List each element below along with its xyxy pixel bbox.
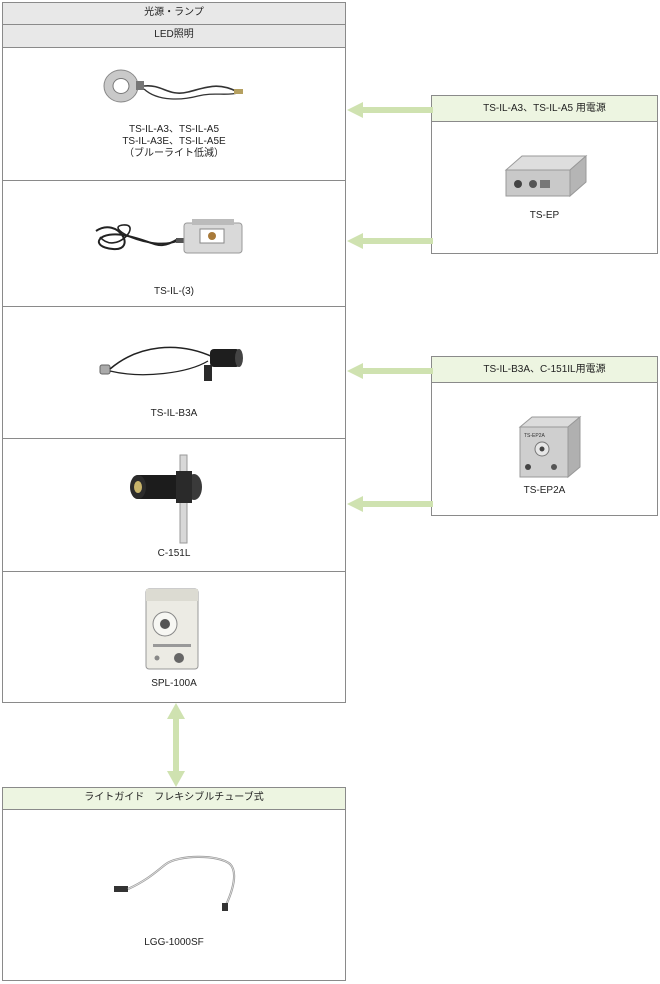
ts-ep2a-image: TS-EP2A <box>518 415 582 479</box>
product-note: （ブルーライト低減） <box>124 148 224 159</box>
product-caption: TS-IL-A3、TS-IL-A5 TS-IL-A3E、TS-IL-A5E （ブ… <box>3 124 345 160</box>
product-cell-spl-100a: SPL-100A <box>2 571 346 703</box>
product-model: C-151L <box>157 548 191 559</box>
power-supply-box-2: TS-EP2A TS-EP2A <box>431 382 658 516</box>
product-model-line-2: TS-IL-A3E、TS-IL-A5E <box>122 136 226 147</box>
power-supply-model: TS-EP <box>529 210 560 221</box>
product-model: SPL-100A <box>151 678 197 689</box>
device-label: TS-EP2A <box>524 433 546 439</box>
product-cell-ts-il-a3: TS-IL-A3、TS-IL-A5 TS-IL-A3E、TS-IL-A5E （ブ… <box>2 47 346 181</box>
power-supply-header-text: TS-IL-A3、TS-IL-A5 用電源 <box>483 103 606 114</box>
category-title: 光源・ランプ <box>144 7 204 18</box>
product-model: TS-IL-(3) <box>154 286 194 297</box>
product-caption: TS-IL-B3A <box>3 408 345 420</box>
light-guide-header: ライトガイド フレキシブルチューブ式 <box>2 787 346 810</box>
power-supply-model: TS-EP2A <box>523 485 566 496</box>
subcategory-title: LED照明 <box>154 29 194 40</box>
light-guide-image <box>114 855 236 911</box>
spot-light-image <box>99 346 243 381</box>
light-guide-model: LGG-1000SF <box>144 937 204 948</box>
product-cell-ts-il-3: TS-IL-(3) <box>2 180 346 307</box>
power-supply-caption: TS-EP <box>432 210 657 222</box>
tube-light-image <box>130 454 202 544</box>
power-supply-caption: TS-EP2A <box>432 485 657 497</box>
arrow-ts-ep2a-to-ts-il-b3a <box>347 363 433 379</box>
arrow-ts-ep-to-ts-il-3 <box>347 233 433 249</box>
power-supply-box-1: TS-EP <box>431 121 658 254</box>
product-model: TS-IL-B3A <box>150 408 198 419</box>
arrow-spl-100a-light-guide <box>167 703 185 787</box>
light-guide-header-text: ライトガイド フレキシブルチューブ式 <box>84 792 264 803</box>
category-header: 光源・ランプ <box>2 2 346 25</box>
power-supply-header-2: TS-IL-B3A、C-151IL用電源 <box>431 356 658 383</box>
subcategory-header: LED照明 <box>2 24 346 48</box>
ts-ep-image <box>504 154 588 198</box>
light-source-box-image <box>145 588 199 670</box>
arrow-ts-ep-to-ts-il-a3 <box>347 102 433 118</box>
product-cell-ts-il-b3a: TS-IL-B3A <box>2 306 346 439</box>
light-guide-box: LGG-1000SF <box>2 809 346 981</box>
light-guide-caption: LGG-1000SF <box>3 937 345 949</box>
product-cell-c-151l: C-151L <box>2 438 346 572</box>
power-supply-header-text: TS-IL-B3A、C-151IL用電源 <box>483 364 606 375</box>
product-caption: C-151L <box>3 548 345 560</box>
power-supply-header-1: TS-IL-A3、TS-IL-A5 用電源 <box>431 95 658 122</box>
arrow-ts-ep2a-to-c-151l <box>347 496 433 512</box>
product-caption: SPL-100A <box>3 678 345 690</box>
led-unit-image <box>95 219 243 254</box>
product-model-line-1: TS-IL-A3、TS-IL-A5 <box>128 124 220 135</box>
product-caption: TS-IL-(3) <box>3 286 345 298</box>
ring-light-image <box>103 69 243 103</box>
